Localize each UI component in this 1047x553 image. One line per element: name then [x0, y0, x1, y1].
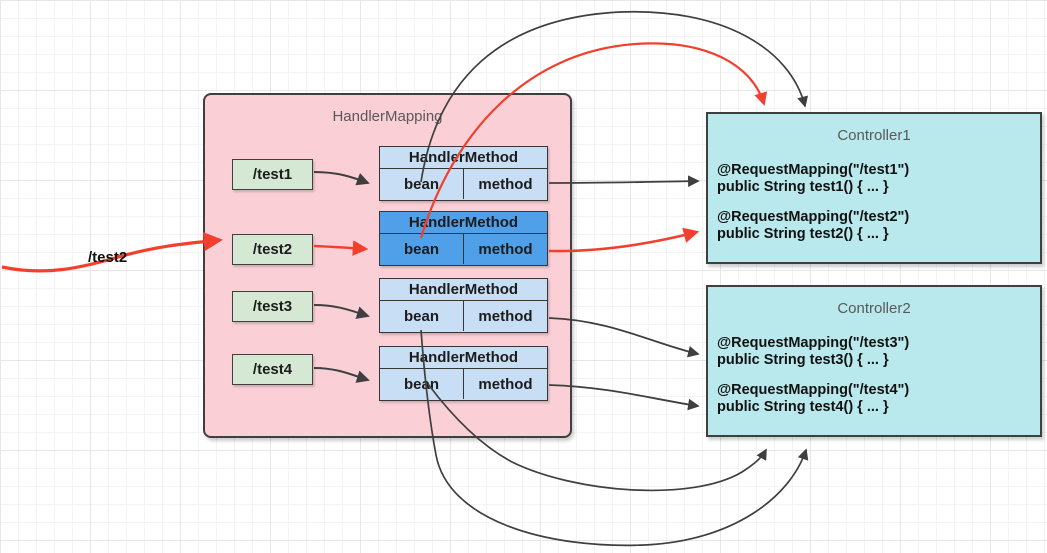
signature-line: public String test1() { ... } — [717, 178, 889, 195]
method-cell: method — [478, 240, 533, 258]
controller2-method1: @RequestMapping("/test3") public String … — [717, 335, 1040, 368]
controller1-method2: @RequestMapping("/test2") public String … — [717, 209, 1040, 242]
controller2-method2: @RequestMapping("/test4") public String … — [717, 382, 1040, 415]
handler-method-body: bean method — [380, 369, 547, 399]
handler-method-body: bean method — [380, 301, 547, 331]
route-box-test3: /test3 — [232, 291, 313, 322]
handler-method-title: HandlerMethod — [380, 147, 547, 169]
handler-method-title: HandlerMethod — [380, 212, 547, 234]
handler-method-table-2-highlighted: HandlerMethod bean method — [379, 211, 548, 266]
bean-cell: bean — [380, 234, 464, 264]
handler-method-table-3: HandlerMethod bean method — [379, 278, 548, 333]
controller2-box: Controller2 @RequestMapping("/test3") pu… — [706, 285, 1042, 437]
handler-method-table-1: HandlerMethod bean method — [379, 146, 548, 201]
controller1-method1: @RequestMapping("/test1") public String … — [717, 162, 1040, 195]
handler-method-title: HandlerMethod — [380, 347, 547, 369]
method-cell: method — [478, 375, 533, 393]
handler-method-title: HandlerMethod — [380, 279, 547, 301]
controller1-box: Controller1 @RequestMapping("/test1") pu… — [706, 112, 1042, 264]
annotation-line: @RequestMapping("/test2") — [717, 209, 910, 225]
annotation-line: @RequestMapping("/test3") — [717, 335, 910, 351]
signature-line: public String test4() { ... } — [717, 398, 889, 415]
route-box-test4: /test4 — [232, 354, 313, 385]
handler-method-body: bean method — [380, 234, 547, 264]
bean-cell: bean — [380, 301, 464, 331]
route-label: /test1 — [252, 166, 293, 183]
route-box-test2: /test2 — [232, 234, 313, 265]
signature-line: public String test3() { ... } — [717, 351, 889, 368]
signature-line: public String test2() { ... } — [717, 225, 889, 242]
annotation-line: @RequestMapping("/test4") — [717, 382, 910, 398]
bean-cell: bean — [380, 169, 464, 199]
handler-method-body: bean method — [380, 169, 547, 199]
method-cell: method — [478, 307, 533, 325]
route-label: /test3 — [252, 298, 293, 315]
bean-cell: bean — [380, 369, 464, 399]
incoming-request-label: /test2 — [88, 249, 128, 266]
route-label: /test2 — [252, 241, 293, 258]
annotation-line: @RequestMapping("/test1") — [717, 162, 910, 178]
method-cell: method — [478, 175, 533, 193]
handler-method-table-4: HandlerMethod bean method — [379, 346, 548, 401]
controller2-title: Controller2 — [837, 300, 911, 317]
controller1-title: Controller1 — [837, 127, 911, 144]
route-box-test1: /test1 — [232, 159, 313, 190]
handler-mapping-title: HandlerMapping — [332, 108, 443, 125]
route-label: /test4 — [252, 361, 293, 378]
